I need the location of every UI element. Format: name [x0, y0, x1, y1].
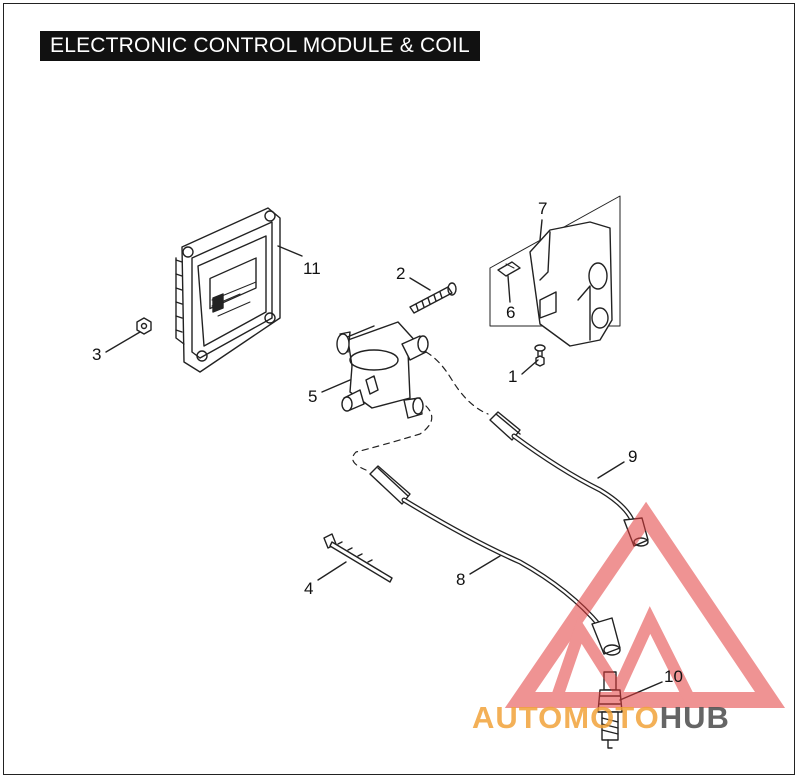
leader-7	[539, 219, 543, 241]
page-title: ELECTRONIC CONTROL MODULE & COIL	[40, 31, 480, 61]
callout-8: 8	[456, 570, 465, 589]
leader-11	[277, 245, 303, 257]
cable-tie	[323, 533, 393, 583]
callout-5: 5	[308, 387, 317, 406]
callout-4: 4	[304, 579, 313, 598]
leader-3	[105, 331, 141, 353]
leader-2	[409, 277, 431, 291]
callout-1: 1	[508, 367, 517, 386]
watermark-part2: HUB	[659, 700, 730, 735]
callout-2: 2	[396, 264, 405, 283]
callout-10: 10	[664, 667, 683, 686]
leader-9	[597, 461, 625, 479]
ecm-module	[175, 207, 281, 373]
nut	[136, 317, 152, 335]
small-screw	[534, 344, 546, 367]
leader-8	[469, 555, 501, 575]
watermark-part1: AUTOMOTO	[472, 700, 660, 735]
callout-11: 11	[303, 259, 321, 278]
leader-4	[317, 561, 347, 581]
callout-7: 7	[538, 199, 547, 218]
watermark-logo	[504, 501, 786, 708]
callout-3: 3	[92, 345, 101, 364]
screw	[409, 282, 457, 314]
leader-6	[507, 275, 511, 303]
watermark-text: AUTOMOTOHUB	[472, 700, 730, 736]
spark-plug-wire-upper	[489, 411, 649, 547]
diagram-frame	[3, 3, 795, 775]
leader-1	[521, 359, 539, 375]
coil-cover	[489, 195, 621, 347]
callout-6: 6	[506, 303, 515, 322]
leader-5	[321, 379, 351, 393]
callout-9: 9	[628, 447, 637, 466]
ignition-coil	[336, 321, 429, 419]
label-decal	[497, 261, 521, 277]
